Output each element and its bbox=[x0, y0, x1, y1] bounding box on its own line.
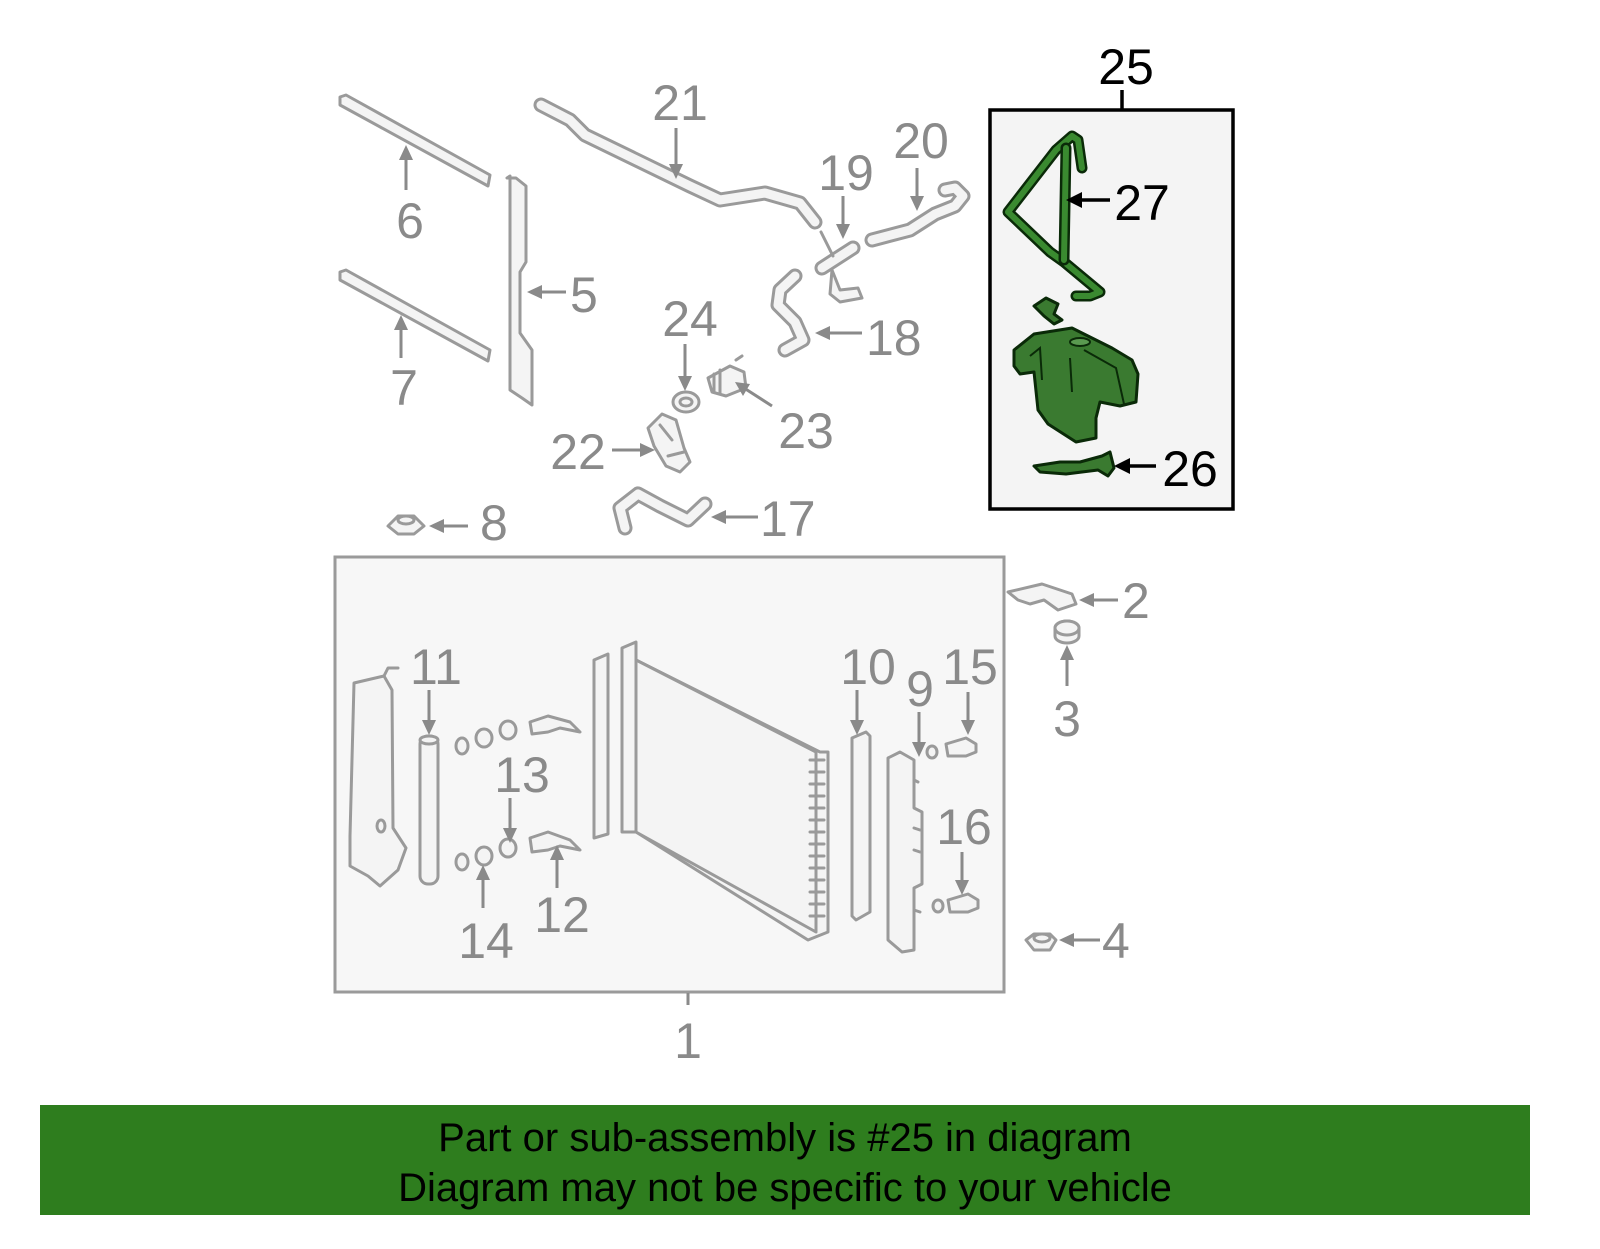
radiator-core[interactable] bbox=[592, 640, 830, 942]
callout-13[interactable]: 13 bbox=[494, 747, 550, 803]
part-18-hose[interactable] bbox=[770, 268, 811, 358]
part-9-side-plate[interactable] bbox=[886, 744, 939, 954]
part-11-tube[interactable] bbox=[418, 734, 440, 886]
callout-1[interactable]: 1 bbox=[674, 1013, 702, 1069]
callout-15[interactable]: 15 bbox=[942, 639, 998, 695]
callout-6[interactable]: 6 bbox=[396, 193, 424, 249]
callout-19[interactable]: 19 bbox=[818, 145, 874, 201]
callout-12[interactable]: 12 bbox=[534, 887, 590, 943]
banner-line-2: Diagram may not be specific to your vehi… bbox=[398, 1166, 1172, 1210]
part-24-washer[interactable] bbox=[671, 390, 701, 414]
part-19-tee-fitting[interactable] bbox=[814, 230, 864, 304]
callout-8[interactable]: 8 bbox=[480, 495, 508, 551]
callout-18[interactable]: 18 bbox=[866, 310, 922, 366]
part-15-plug[interactable] bbox=[944, 736, 978, 758]
part-5-side-seal[interactable] bbox=[505, 174, 534, 407]
part-3-bushing[interactable] bbox=[1053, 619, 1081, 645]
part-7-seal[interactable] bbox=[338, 268, 492, 363]
part-12-fitting-lower[interactable] bbox=[528, 830, 582, 854]
part-10-strip[interactable] bbox=[850, 730, 872, 922]
leader-lines bbox=[394, 128, 1118, 947]
info-banner: Part or sub-assembly is #25 in diagram D… bbox=[40, 1105, 1530, 1215]
leader-lines-25 bbox=[1066, 192, 1156, 474]
callout-9[interactable]: 9 bbox=[906, 661, 934, 717]
callout-2[interactable]: 2 bbox=[1122, 573, 1150, 629]
part-13-o-rings-upper[interactable] bbox=[454, 719, 518, 756]
part-8-cap[interactable] bbox=[386, 514, 426, 536]
callout-17[interactable]: 17 bbox=[760, 491, 816, 547]
radiator-side-tank[interactable] bbox=[348, 666, 408, 888]
callout-4[interactable]: 4 bbox=[1102, 913, 1130, 969]
callout-10[interactable]: 10 bbox=[840, 639, 896, 695]
part-12-fitting-upper[interactable] bbox=[528, 714, 582, 736]
callout-24[interactable]: 24 bbox=[662, 291, 718, 347]
part-26-bracket[interactable] bbox=[1032, 450, 1116, 478]
callout-21[interactable]: 21 bbox=[652, 75, 708, 131]
callout-25[interactable]: 25 bbox=[1098, 39, 1154, 95]
part-20-hose[interactable] bbox=[864, 180, 971, 248]
part-2-bracket[interactable] bbox=[1006, 582, 1078, 612]
callout-26[interactable]: 26 bbox=[1162, 441, 1218, 497]
callout-5[interactable]: 5 bbox=[570, 267, 598, 323]
banner-line-1: Part or sub-assembly is #25 in diagram bbox=[438, 1116, 1132, 1160]
callout-labels: 1 2 3 4 5 6 7 8 9 10 11 12 13 14 15 16 1… bbox=[390, 39, 1218, 1069]
part-25-clip[interactable] bbox=[1032, 296, 1064, 326]
part-4-clip[interactable] bbox=[1024, 932, 1058, 952]
part-25-coolant-reservoir[interactable] bbox=[1012, 326, 1140, 444]
callout-11[interactable]: 11 bbox=[410, 639, 462, 695]
callout-23[interactable]: 23 bbox=[778, 403, 834, 459]
part-17-hose[interactable] bbox=[612, 486, 713, 536]
callout-20[interactable]: 20 bbox=[893, 113, 949, 169]
part-21-hose[interactable] bbox=[533, 97, 823, 230]
callout-7[interactable]: 7 bbox=[390, 360, 418, 416]
part-16-plug[interactable] bbox=[931, 892, 980, 914]
callout-27[interactable]: 27 bbox=[1114, 175, 1170, 231]
callout-3[interactable]: 3 bbox=[1053, 691, 1081, 747]
part-23-thermostat[interactable] bbox=[706, 354, 748, 398]
part-27-vent-hose[interactable] bbox=[1002, 130, 1106, 302]
callout-16[interactable]: 16 bbox=[936, 799, 992, 855]
part-14-o-rings-lower[interactable] bbox=[454, 837, 518, 872]
callout-14[interactable]: 14 bbox=[458, 913, 514, 969]
part-22-housing[interactable] bbox=[646, 412, 692, 474]
part-6-seal[interactable] bbox=[338, 93, 492, 188]
callout-22[interactable]: 22 bbox=[550, 424, 606, 480]
